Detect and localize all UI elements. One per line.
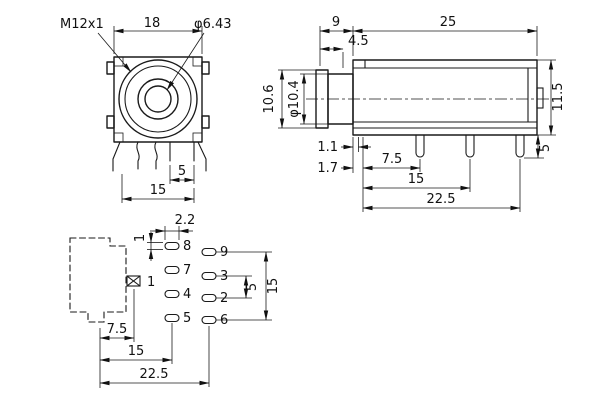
pin-label-2: 2 [220,291,228,306]
pin1-marker: 1 [126,275,155,290]
side-body [306,59,549,136]
dim-footprint-right: 5 15 [216,251,281,321]
pin-length-label: 5 [538,144,553,152]
row-span-label: 15 [266,278,281,295]
pin-offset1-label: 7.5 [382,152,403,167]
pin-offset3-label: 22.5 [427,192,456,207]
pin-label-4: 4 [183,287,191,302]
dim-front-width: 18 [113,16,203,54]
front-pin-span-label: 15 [150,183,167,198]
front-width-label: 18 [144,16,161,31]
body-height-label: 11.5 [551,83,566,112]
nose-length-label: 9 [332,15,340,30]
pin-label-1: 1 [147,275,155,290]
dim-pad-width: 2.2 [152,213,195,240]
pad-5 [164,313,180,323]
hole-diameter-label: φ6.43 [194,17,232,32]
pad-4 [164,289,180,299]
thread-spec-label: M12x1 [60,17,104,32]
pin-label-5: 5 [183,311,191,326]
pad-7 [164,265,180,275]
col-offset2-label: 15 [128,344,145,359]
pin-label-6: 6 [220,313,228,328]
pad-3 [201,271,217,281]
body-outline-dashed [69,237,127,323]
row-pitch-label: 5 [245,283,260,291]
dim-pad-height: 1 [133,230,163,261]
pad-6 [201,315,217,325]
col-offset1-label: 7.5 [107,322,128,337]
side-view: 9 25 4.5 10.6 φ10.4 11.5 5 [262,15,566,212]
pad-height-label: 1 [133,234,148,242]
callout-hole-diameter: φ6.43 [166,17,232,91]
thread-circle [124,65,192,133]
pad-column-left: 8 7 4 5 [164,239,191,326]
callout-thread: M12x1 [60,17,132,73]
dim-side-bottom: 1.1 1.7 7.5 15 22.5 [317,137,521,212]
jack-hole-circle [144,85,172,113]
front-pin-pitch-label: 5 [178,164,186,179]
col-offset3-label: 22.5 [140,367,169,382]
pin-label-3: 3 [220,269,228,284]
dim-side-right: 11.5 5 [524,59,566,159]
dim-front-pin-span: 15 [121,174,195,203]
dim-front-pin-pitch: 5 [169,164,195,184]
pin-offset2-label: 15 [408,172,425,187]
dim-side-left: 10.6 φ10.4 [262,69,328,129]
footprint-view: 1 8 7 4 5 9 3 2 6 2.2 [69,213,281,388]
barrel-dia-label: φ10.4 [287,80,302,118]
barrel-flange-circle [118,59,198,139]
front-body [106,56,210,143]
pad-width-label: 2.2 [175,213,196,228]
housing-profile [352,59,538,136]
pin-label-9: 9 [220,245,228,260]
dim-footprint-bottom: 7.5 15 22.5 [99,289,210,388]
body-length-label: 25 [440,15,457,30]
front-view: 18 M12x1 φ6.43 5 15 [60,16,232,203]
standoff-b-label: 1.7 [317,161,338,176]
pad-2 [201,293,217,303]
bushing-circle [137,78,179,120]
pad-column-right: 9 3 2 6 [201,245,228,328]
pad-9 [201,247,217,257]
overall-dia-label: 10.6 [262,85,277,114]
dim-side-top: 9 25 4.5 [319,15,538,68]
pad-8 [164,241,180,251]
pin-label-8: 8 [183,239,191,254]
pin-label-7: 7 [183,263,191,278]
front-pins [112,141,207,172]
standoff-a-label: 1.1 [317,140,338,155]
side-pins [415,134,525,158]
collar-label: 4.5 [348,34,369,49]
